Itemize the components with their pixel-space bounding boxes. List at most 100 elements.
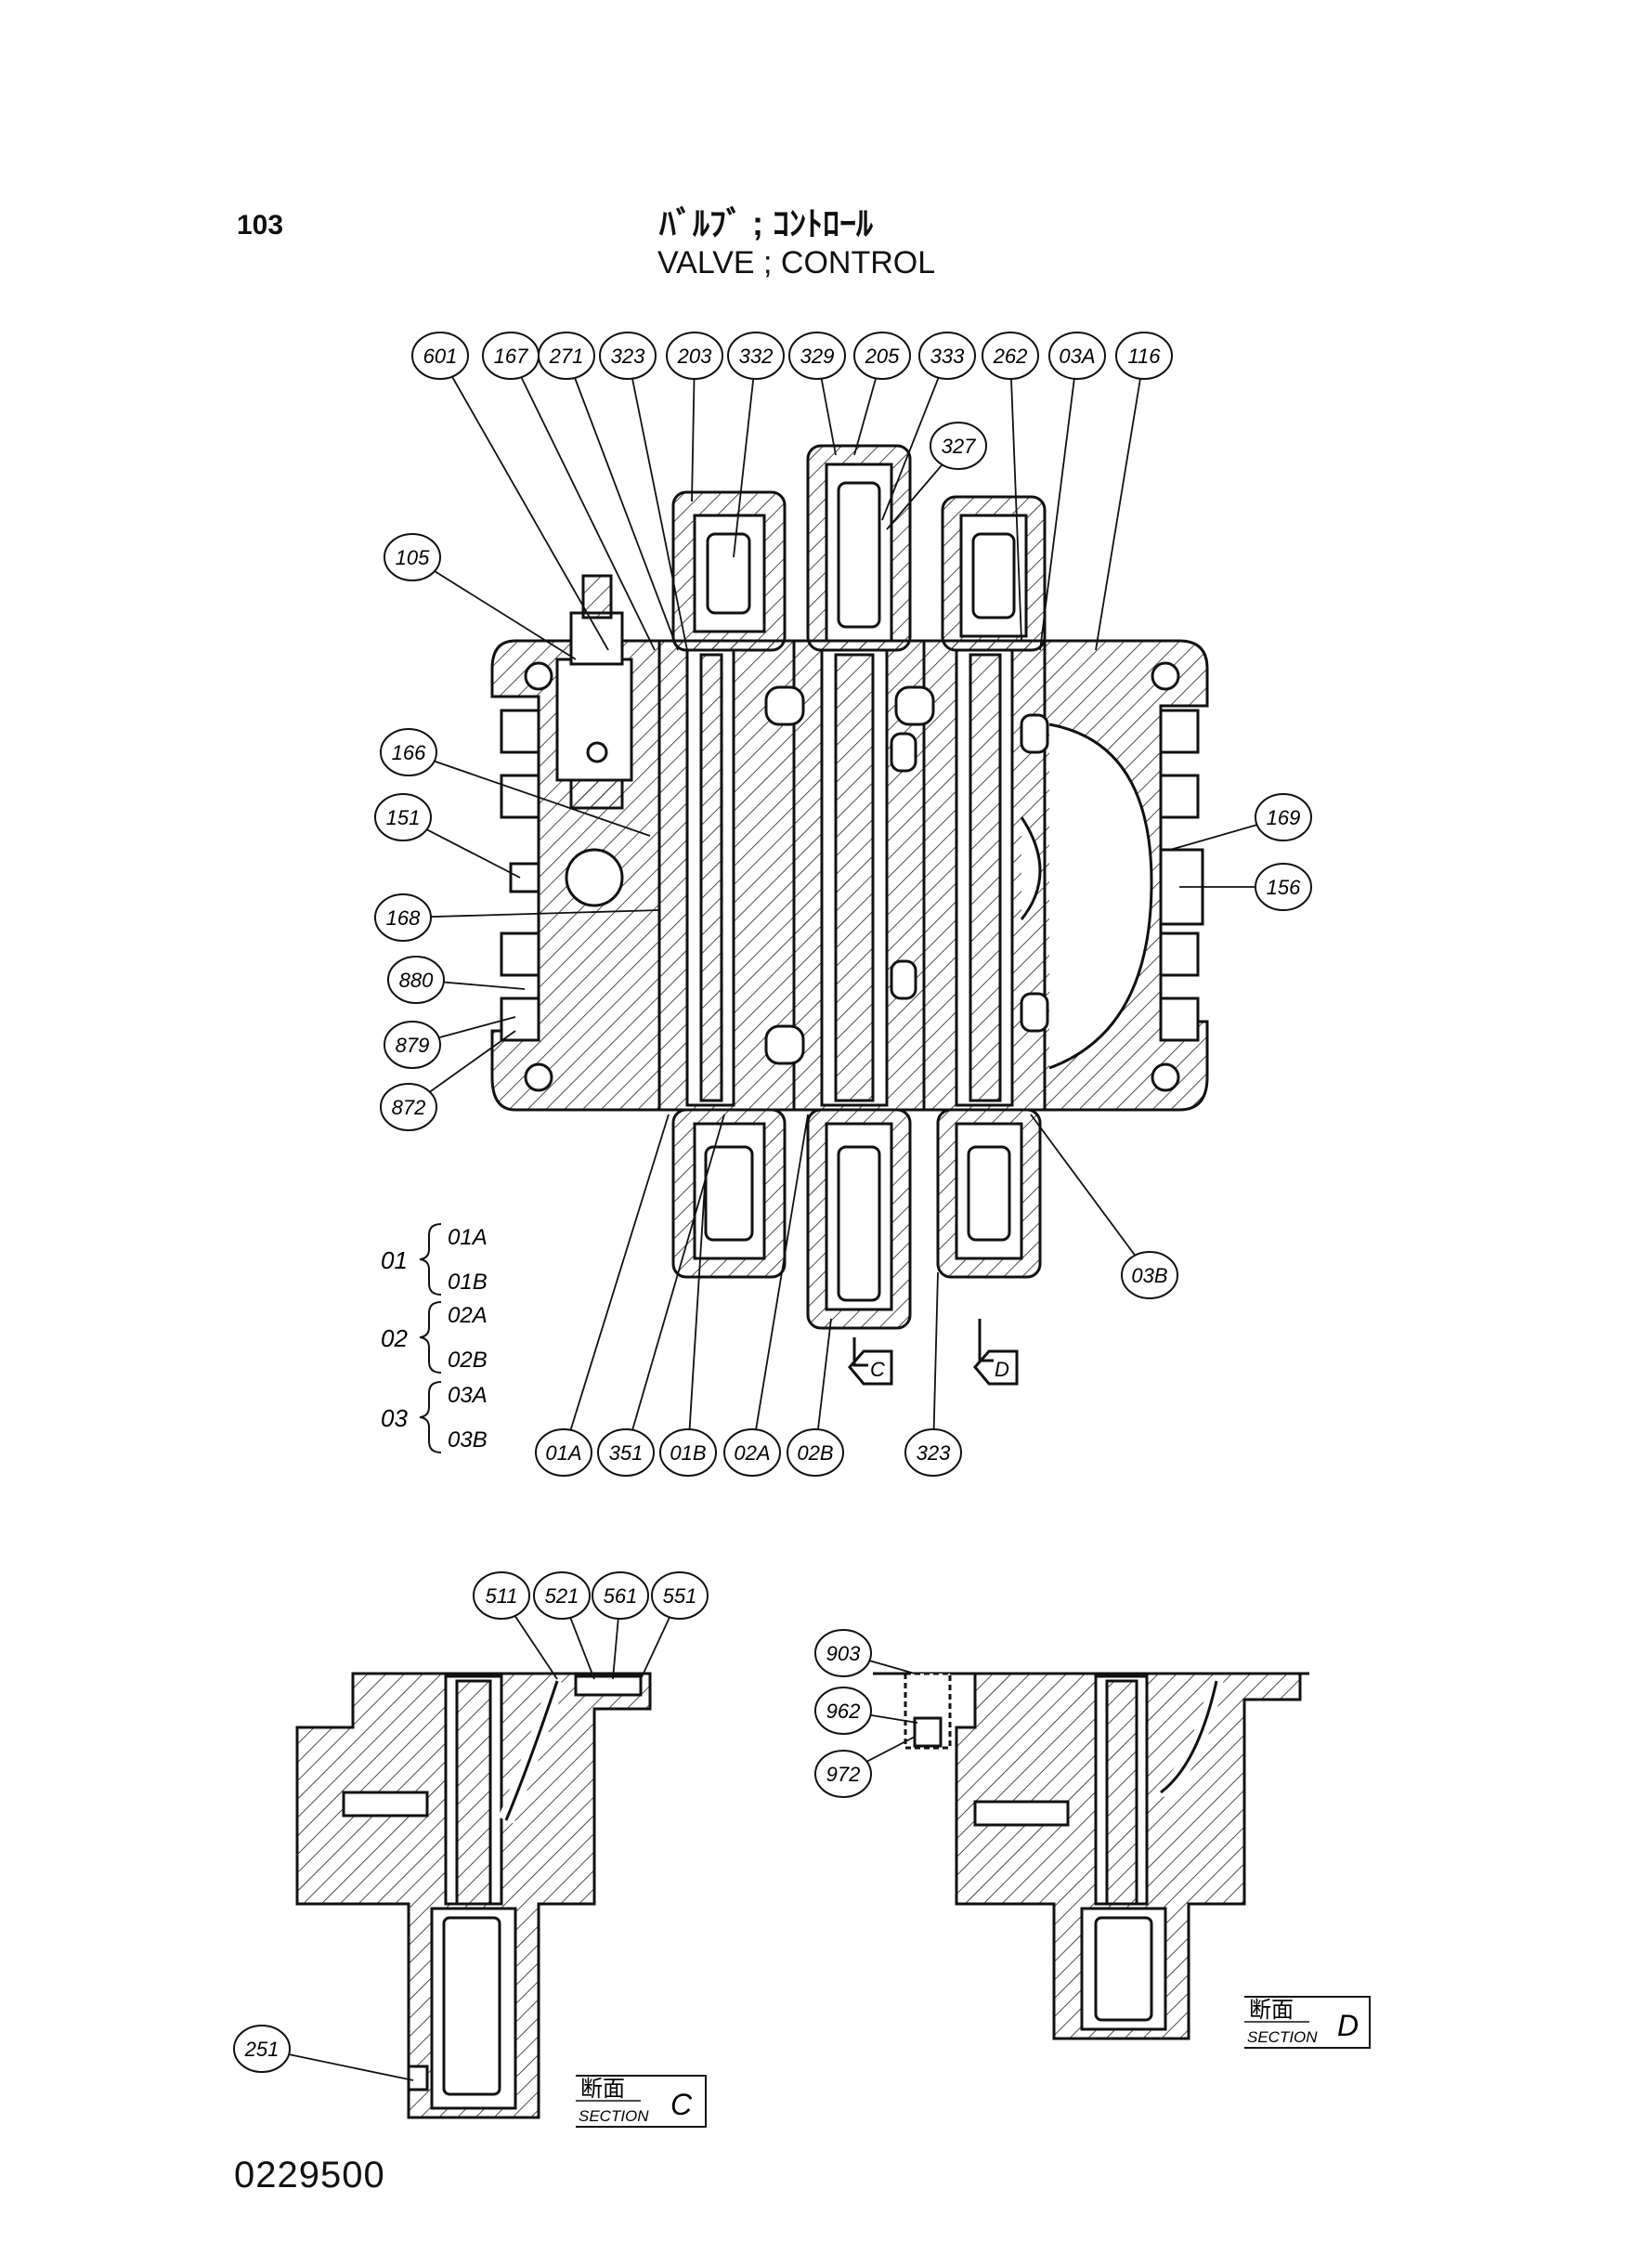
callout-262: 262 — [982, 332, 1039, 380]
callout-circle — [904, 1428, 962, 1477]
title-english: VALVE ; CONTROL — [657, 245, 936, 280]
callout-number: 169 — [1267, 806, 1301, 829]
section-arrow-c-label: C — [870, 1358, 885, 1381]
legend-part-02a: 02A — [448, 1303, 488, 1328]
callout-271: 271 — [538, 332, 595, 380]
callout-number: 511 — [485, 1584, 517, 1608]
callout-number: 327 — [942, 435, 976, 458]
section-c-label-en: SECTION — [579, 2107, 649, 2125]
legend-group-01: 01 — [381, 1246, 408, 1274]
callout-number: 880 — [399, 969, 434, 992]
callout-number: 156 — [1267, 876, 1301, 899]
callout-880: 880 — [387, 956, 445, 1004]
section-d-drawing — [873, 1672, 1309, 2040]
callout-329: 329 — [788, 332, 846, 380]
legend-part-01b: 01B — [448, 1270, 488, 1295]
callout-number: 351 — [609, 1441, 644, 1465]
callout-105: 105 — [384, 533, 441, 581]
callout-circle — [659, 1428, 717, 1477]
callout-leader-01b — [687, 1169, 707, 1453]
callout-circle — [233, 2025, 291, 2073]
top-spool-caps — [671, 444, 1047, 652]
callout-leader-167 — [510, 355, 656, 651]
section-c-label-jp: 断面 — [580, 2077, 625, 2102]
callout-circle — [1048, 332, 1106, 380]
callout-number: 262 — [993, 345, 1028, 368]
callout-number: 02B — [797, 1441, 833, 1465]
legend-part-02b: 02B — [448, 1348, 488, 1373]
legend-part-03a: 03A — [448, 1383, 488, 1408]
callout-circle — [787, 1428, 844, 1477]
section-d-label-en: SECTION — [1247, 2028, 1318, 2046]
section-c-drawing — [295, 1672, 652, 2119]
callout-number: 151 — [386, 806, 421, 829]
legend-part-03b: 03B — [448, 1427, 488, 1453]
section-arrows — [848, 1319, 1019, 1386]
callout-leader-271 — [566, 355, 679, 651]
callout-leader-203 — [691, 355, 696, 502]
bottom-spool-caps — [671, 1108, 1042, 1330]
callout-166: 166 — [380, 728, 437, 776]
callout-circle — [930, 422, 987, 470]
title-japanese: ﾊﾞﾙﾌﾞ ; ｺﾝﾄﾛｰﾙ — [659, 204, 873, 242]
callout-number: 332 — [739, 345, 774, 368]
callout-number: 116 — [1127, 345, 1161, 368]
callout-511: 511 — [473, 1571, 530, 1620]
callout-number: 03A — [1059, 345, 1095, 368]
callout-903: 903 — [814, 1629, 872, 1677]
callout-251: 251 — [233, 2025, 291, 2073]
callout-leader-323 — [627, 355, 688, 651]
callout-circle — [384, 533, 441, 581]
callout-number: 168 — [386, 906, 421, 930]
callout-01a: 01A — [535, 1428, 592, 1477]
section-arrow-d-label: D — [995, 1358, 1009, 1381]
callout-601: 601 — [411, 332, 469, 380]
callout-circle — [1115, 332, 1173, 380]
main-valve-body — [490, 639, 1209, 1112]
callout-number: 329 — [800, 345, 835, 368]
callout-circle — [384, 1021, 441, 1069]
callout-circle — [814, 1629, 872, 1677]
callout-number: 166 — [392, 741, 426, 764]
callout-circle — [411, 332, 469, 380]
callout-number: 962 — [826, 1700, 861, 1723]
callout-205: 205 — [853, 332, 911, 380]
callout-number: 105 — [396, 546, 430, 569]
callout-leader-351 — [625, 1114, 725, 1453]
callout-327: 327 — [930, 422, 987, 470]
callout-03b: 03B — [1121, 1251, 1178, 1299]
callout-number: 551 — [663, 1584, 697, 1608]
callout-circle — [387, 956, 445, 1004]
callout-03a: 03A — [1048, 332, 1106, 380]
callout-number: 323 — [917, 1441, 951, 1465]
callout-169: 169 — [1255, 793, 1312, 841]
callout-551: 551 — [651, 1571, 709, 1620]
callout-circle — [853, 332, 911, 380]
callout-number: 972 — [826, 1763, 861, 1786]
callout-circle — [374, 793, 432, 841]
callout-circle — [538, 332, 595, 380]
callout-number: 02A — [734, 1441, 770, 1465]
callout-number: 203 — [677, 345, 712, 368]
callout-872: 872 — [380, 1083, 437, 1131]
callout-number: 205 — [865, 345, 900, 368]
callout-number: 333 — [930, 345, 965, 368]
callout-circle — [982, 332, 1039, 380]
callout-circle — [1255, 863, 1312, 911]
callout-number: 561 — [604, 1584, 638, 1608]
callout-leader-332 — [733, 355, 757, 558]
callout-01b: 01B — [659, 1428, 717, 1477]
callout-circle — [535, 1428, 592, 1477]
callout-number: 01A — [545, 1441, 581, 1465]
section-c-label-box: 断面 SECTION C — [576, 2075, 707, 2128]
callout-leader-lines — [261, 355, 1284, 2081]
section-c-label-letter: C — [670, 2088, 693, 2121]
callout-circle — [1121, 1251, 1178, 1299]
callout-number: 879 — [396, 1034, 430, 1057]
legend-group-02: 02 — [381, 1324, 408, 1352]
callout-203: 203 — [666, 332, 723, 380]
callout-972: 972 — [814, 1750, 872, 1798]
callout-151: 151 — [374, 793, 432, 841]
callout-116: 116 — [1115, 332, 1173, 380]
